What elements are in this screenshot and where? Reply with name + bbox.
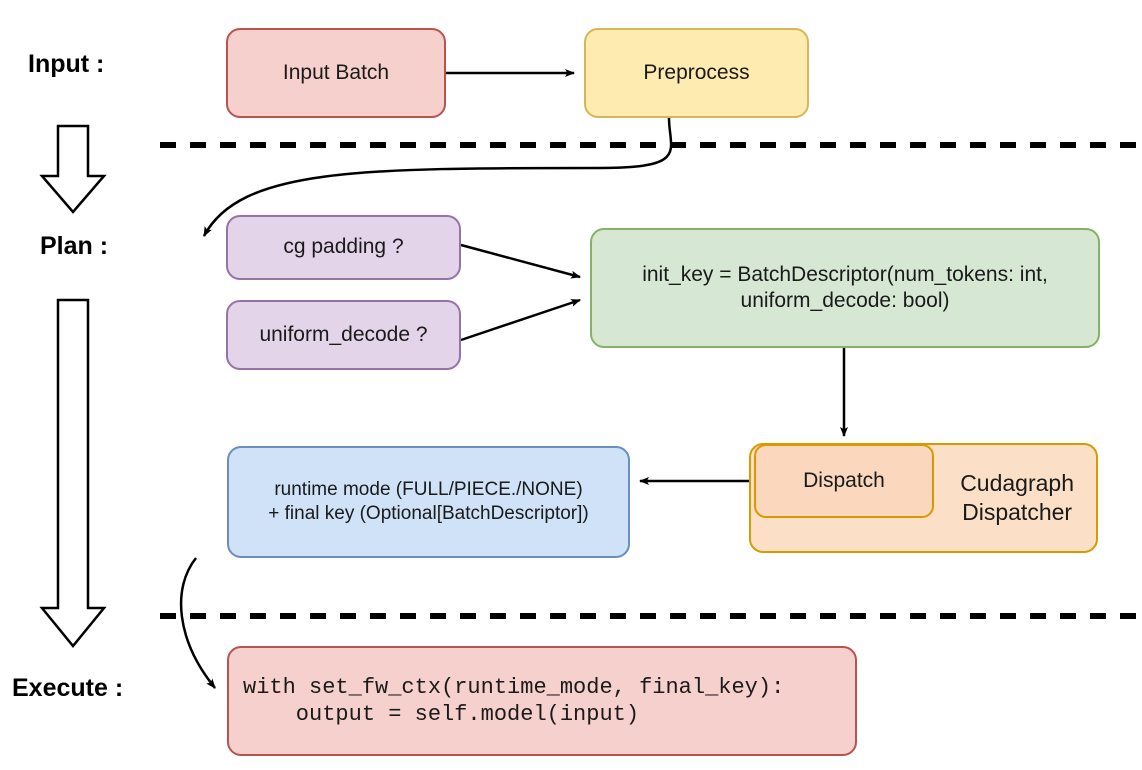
node-cg-padding-label: cg padding ?: [283, 235, 404, 259]
stage-label-input: Input :: [28, 50, 105, 78]
node-uniform-decode[interactable]: uniform_decode ?: [226, 300, 461, 370]
stage-label-plan: Plan :: [40, 232, 109, 260]
node-runtime-mode-label: runtime mode (FULL/PIECE./NONE) + final …: [268, 479, 589, 524]
node-uniform-decode-label: uniform_decode ?: [259, 322, 428, 346]
node-preprocess[interactable]: Preprocess: [584, 28, 809, 118]
node-init-key[interactable]: init_key = BatchDescriptor(num_tokens: i…: [590, 228, 1100, 348]
node-execute-code[interactable]: with set_fw_ctx(runtime_mode, final_key)…: [227, 646, 857, 756]
node-init-key-label: init_key = BatchDescriptor(num_tokens: i…: [642, 262, 1048, 312]
node-input-batch-label: Input Batch: [282, 60, 390, 84]
stage-arrow-plan-to-execute: [39, 298, 107, 648]
node-dispatch-label: Dispatch: [803, 468, 885, 492]
node-cudagraph-dispatcher-label: Cudagraph Dispatcher: [960, 470, 1074, 525]
node-cg-padding[interactable]: cg padding ?: [226, 215, 461, 280]
node-preprocess-label: Preprocess: [643, 60, 750, 84]
connector-runtime-mode-to-execute-code: [179, 557, 216, 689]
stage-label-execute: Execute :: [12, 674, 124, 702]
stage-arrow-input-to-plan: [39, 124, 107, 214]
connector-cg-padding-to-init-key: [460, 243, 581, 279]
node-input-batch[interactable]: Input Batch: [226, 28, 446, 118]
node-dispatch[interactable]: Dispatch: [754, 444, 934, 518]
node-execute-code-label: with set_fw_ctx(runtime_mode, final_key)…: [243, 674, 785, 728]
connector-uniform-decode-to-init-key: [460, 298, 581, 342]
node-runtime-mode[interactable]: runtime mode (FULL/PIECE./NONE) + final …: [227, 446, 630, 558]
